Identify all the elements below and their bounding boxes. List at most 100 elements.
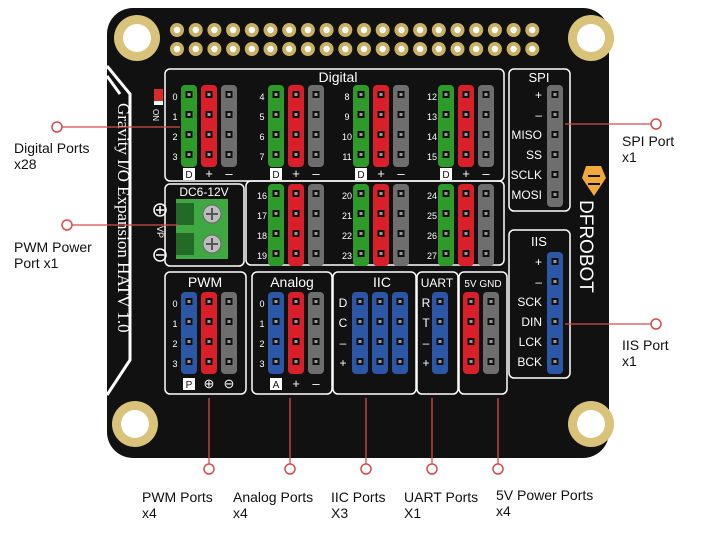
pin-number: 7 [259, 152, 264, 162]
gpio-pin [300, 42, 315, 56]
footer-symbol: + [292, 376, 300, 391]
gpio-pin [188, 23, 203, 37]
footer-symbol: + [377, 166, 385, 181]
pin-number: 3 [172, 359, 177, 369]
dfrobot-logo-text: DFROBOT [575, 200, 596, 293]
pin-column [308, 292, 324, 374]
pin-column [458, 85, 474, 167]
uart-pin-label: – [423, 336, 430, 350]
spi-pin-label: SCLK [511, 168, 542, 182]
pin-column [201, 85, 217, 167]
footer-symbol: – [397, 166, 405, 181]
callout-pwm-power-port: PWM Power Port x1 [14, 239, 92, 271]
iic-frame [332, 271, 417, 395]
pin-number: 1 [259, 319, 264, 329]
pin-column [308, 184, 324, 266]
gpio-pin [319, 42, 334, 56]
pin-number: 17 [257, 211, 267, 221]
pin-number: 15 [427, 152, 437, 162]
pin-number: 2 [259, 339, 264, 349]
pin-column [438, 85, 454, 167]
pin-column [288, 184, 304, 266]
callout-iis-port: IIS Port x1 [622, 337, 669, 369]
gpio-pin [170, 23, 184, 37]
pwm-footer: P⊕⊖ [183, 376, 234, 391]
footer-symbol: ⊖ [224, 376, 235, 391]
uart-pin-label: + [422, 356, 429, 370]
callout-title: SPI Port [622, 133, 675, 149]
spi-pin-label: + [535, 88, 542, 102]
pin-number: 21 [342, 211, 352, 221]
board-stripe [105, 75, 122, 95]
gpio-pin [319, 23, 334, 37]
vp-label: VP [155, 226, 165, 238]
gpio-pin [244, 23, 259, 37]
callout-count: x28 [14, 156, 37, 172]
callout-leaders [51, 118, 662, 475]
pin-number: 1 [172, 319, 177, 329]
spi-pin-label: MOSI [511, 188, 542, 202]
pin-headers: 0123456789101112131415161718192021222324… [172, 85, 563, 391]
gpio-pin [431, 23, 446, 37]
pin-column [288, 292, 304, 374]
callout-count: x4 [496, 503, 511, 519]
callout-spi-port: SPI Port x1 [622, 133, 674, 165]
screw-terminal [176, 199, 228, 259]
pwm-title: PWM [188, 274, 222, 290]
mounting-hole-bottom-left [112, 401, 158, 447]
pin-column [373, 184, 389, 266]
iis-pin-label: DIN [521, 315, 542, 329]
footer-badge: A [273, 380, 280, 391]
pin-number: 16 [257, 191, 267, 201]
gpio-pin [394, 23, 409, 37]
digital-footer-1: D+– [270, 166, 320, 181]
pin-column [483, 292, 499, 374]
footer-symbol: + [462, 166, 470, 181]
pin-number: 5 [259, 112, 264, 122]
pin-column [432, 292, 448, 374]
pin-number: 10 [342, 132, 352, 142]
leader-5v [492, 398, 504, 475]
pin-column [547, 85, 563, 207]
digital-footer-0: D+– [183, 166, 233, 181]
callout-count: x4 [142, 505, 157, 521]
gpio-pin [469, 42, 484, 56]
pin-column [463, 292, 479, 374]
gpio-pin [375, 23, 390, 37]
gpio-pin [300, 23, 315, 37]
gpio-pin [263, 42, 278, 56]
gpio-pin [170, 42, 184, 56]
footer-symbol: – [312, 166, 320, 181]
mounting-hole-bottom-right [568, 401, 614, 447]
power5v-frame [458, 271, 508, 395]
footer-badge: P [186, 380, 193, 391]
uart-pins: RT–+ [422, 292, 448, 374]
leader-pwm [203, 398, 215, 475]
power5v-title: 5V GND [464, 279, 501, 290]
callout-pwm-ports: PWM Ports x4 [142, 489, 213, 521]
gpio-pin [282, 23, 297, 37]
pin-column [268, 292, 284, 374]
callout-analog-ports: Analog Ports x4 [233, 489, 313, 521]
callout-title: UART Ports [404, 489, 479, 505]
pin-column [392, 292, 408, 374]
gpio-pin [338, 42, 353, 56]
gpio-pin [282, 42, 297, 56]
pin-number: 19 [257, 251, 267, 261]
gpio-header-40pin [170, 23, 540, 56]
pin-column [373, 85, 389, 167]
footer-badge: D [185, 170, 192, 181]
iis-pin-label: BCK [517, 355, 542, 369]
footer-symbol: – [482, 166, 490, 181]
callout-uart-ports: UART Ports X1 [404, 489, 478, 521]
pin-number: 6 [259, 132, 264, 142]
footer-badge: D [357, 170, 364, 181]
pin-number: 0 [172, 92, 177, 102]
gpio-pin [244, 42, 259, 56]
gpio-pin [188, 42, 203, 56]
